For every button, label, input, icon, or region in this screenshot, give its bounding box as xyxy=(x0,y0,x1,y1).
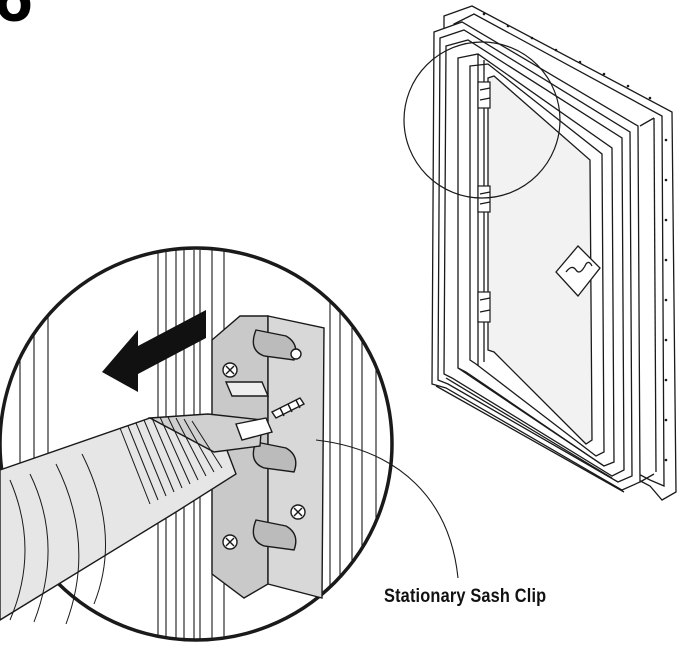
callout-leader-line xyxy=(315,439,459,579)
step-number: 6 xyxy=(0,0,33,32)
detail-indicator-circle xyxy=(403,41,561,199)
window-frame xyxy=(431,5,677,501)
power-drill xyxy=(0,413,273,625)
window-sash-clips xyxy=(477,81,491,323)
glass-label-icon xyxy=(555,245,601,298)
direction-arrow xyxy=(102,310,206,392)
sash-clip-plate xyxy=(211,315,325,599)
fin-nail-holes xyxy=(482,12,668,462)
callout-label-stationary-sash-clip: Stationary Sash Clip xyxy=(384,586,547,607)
